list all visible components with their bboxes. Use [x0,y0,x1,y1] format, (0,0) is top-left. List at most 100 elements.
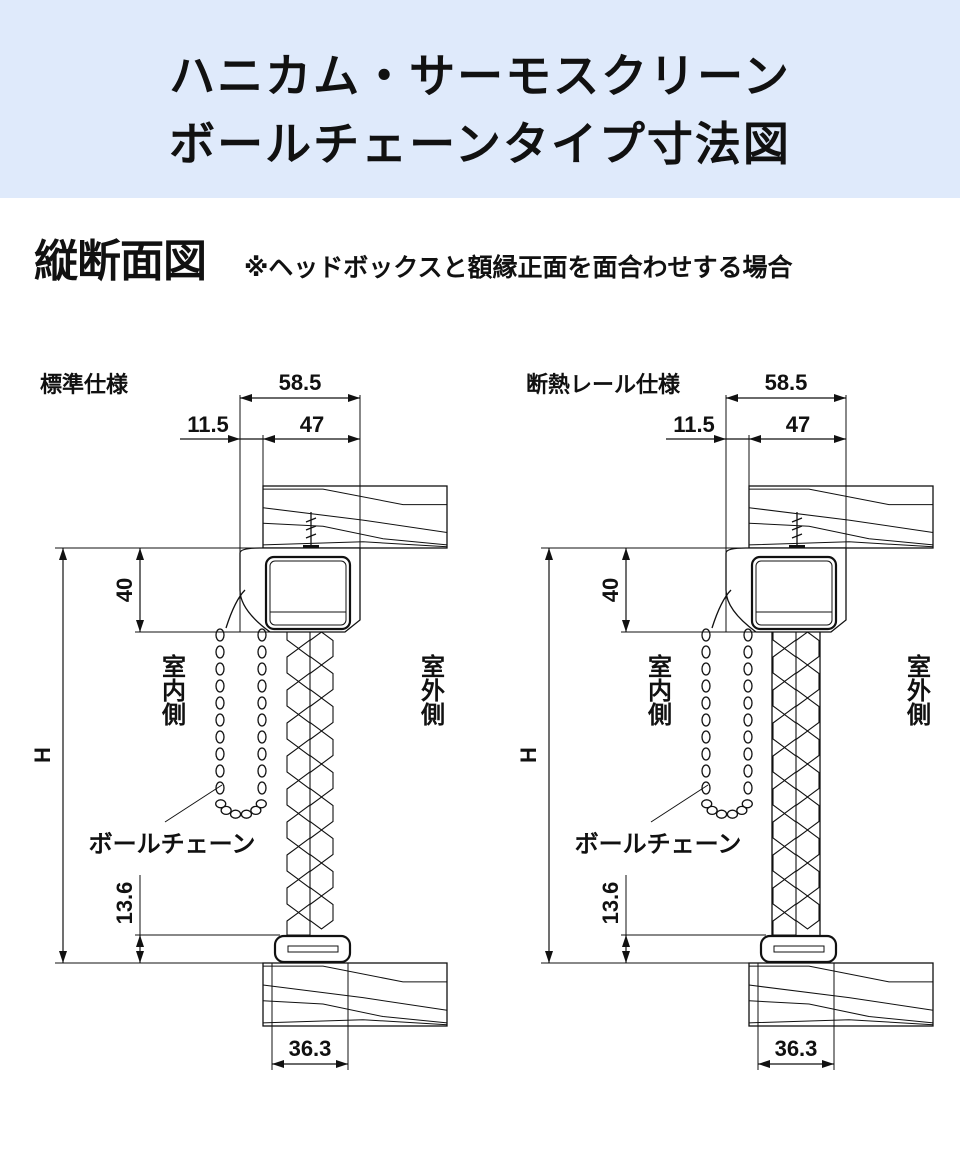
chain-bead [741,799,753,809]
honeycomb-cell [795,631,820,666]
chain-bead [743,713,753,727]
honeycomb-cell [772,746,797,782]
chain-bead [215,799,227,809]
honeycomb-cell [772,878,797,914]
chain-bead [257,645,267,659]
honeycomb-cell [795,829,820,864]
wood-grain [263,965,447,983]
dimension-offset: 11.5 [673,412,715,437]
honeycomb-cell [286,680,311,716]
arrowhead [622,620,630,632]
arrowhead [136,620,144,632]
arrowhead [822,1060,834,1068]
honeycomb-cell [309,796,334,831]
arrowhead [272,1060,284,1068]
screw-icon [791,512,803,548]
dimension-height: H [516,747,541,763]
honeycomb-cell [286,812,311,848]
chain-bead [743,662,753,676]
honeycomb-cell [286,911,311,936]
arrowhead [136,935,144,947]
arrowhead [622,951,630,963]
honeycomb-cell [795,664,820,699]
chain-bead [701,696,711,710]
bottom-rail [759,934,838,964]
chain-bead [257,781,267,795]
honeycomb-cell [309,664,334,699]
arrowhead [834,435,846,443]
honeycomb-cell [309,895,334,930]
arrowhead [834,394,846,402]
indoor-side-label: 室内側 [644,653,673,727]
arrowhead [228,435,240,443]
arrowhead [545,951,553,963]
honeycomb-cell [286,713,311,749]
chain-bead [701,679,711,693]
honeycomb-cell [795,763,820,798]
wood-grain [748,1000,934,1024]
chain-bead [257,628,267,642]
bottom-rail [273,934,352,964]
arrowhead [348,435,360,443]
arrowhead [622,548,630,560]
wood-grain [262,507,448,533]
honeycomb-cell [772,812,797,848]
honeycomb-cell [286,878,311,914]
lower-window-frame [748,962,934,1027]
chain-bead [215,713,225,727]
wood-grain [262,984,448,1011]
chain-bead [257,713,267,727]
honeycomb-cell [286,779,311,815]
head-rail-inner [755,560,833,626]
chain-bead [743,696,753,710]
chain-bead [743,679,753,693]
arrowhead [136,951,144,963]
honeycomb-cell [286,647,311,683]
honeycomb-cell [772,647,797,683]
indoor-side-label: 室内側 [158,653,187,727]
honeycomb-cell [309,697,334,732]
ball-chain-label: ボールチェーン [575,831,742,858]
chain-bead [743,764,753,778]
chain-bead [257,747,267,761]
arrowhead [348,394,360,402]
diagram-label: 標準仕様 [40,372,129,397]
arrowhead [545,548,553,560]
ball-chain-label: ボールチェーン [89,831,256,858]
wood-grain [262,1000,448,1024]
head-rail-profile [264,555,352,631]
honeycomb-cell [772,713,797,749]
head-rail-profile [750,555,838,631]
outdoor-side-label: 室外側 [417,653,446,727]
chain-bead [715,809,728,819]
dimension-total-width: 58.5 [279,370,322,395]
wood-grain [262,541,448,548]
honeycomb-cell [795,697,820,732]
chain-bead [257,679,267,693]
arrowhead [336,1060,348,1068]
chain-bead [250,805,262,816]
chain-bead [701,781,711,795]
honeycomb-cell [309,730,334,765]
upper-window-frame [748,485,934,549]
wood-grain [262,1019,448,1026]
chain-bead [215,679,225,693]
chain-bead [701,713,711,727]
honeycomb-cell [795,895,820,930]
chain-bead [726,809,739,819]
chain-bead [743,781,753,795]
wood-grain [263,488,447,506]
chain-bead [215,628,225,642]
wood-grain [262,522,448,546]
chain-bead [257,662,267,676]
honeycomb-cell [795,862,820,897]
dimension-bottom-rail-width: 36.3 [775,1036,818,1061]
chain-bead [743,747,753,761]
chain-bead [701,662,711,676]
dimension-bottom-rail-height: 13.6 [112,882,137,925]
wood-grain [748,1019,934,1026]
honeycomb-cell [795,730,820,765]
